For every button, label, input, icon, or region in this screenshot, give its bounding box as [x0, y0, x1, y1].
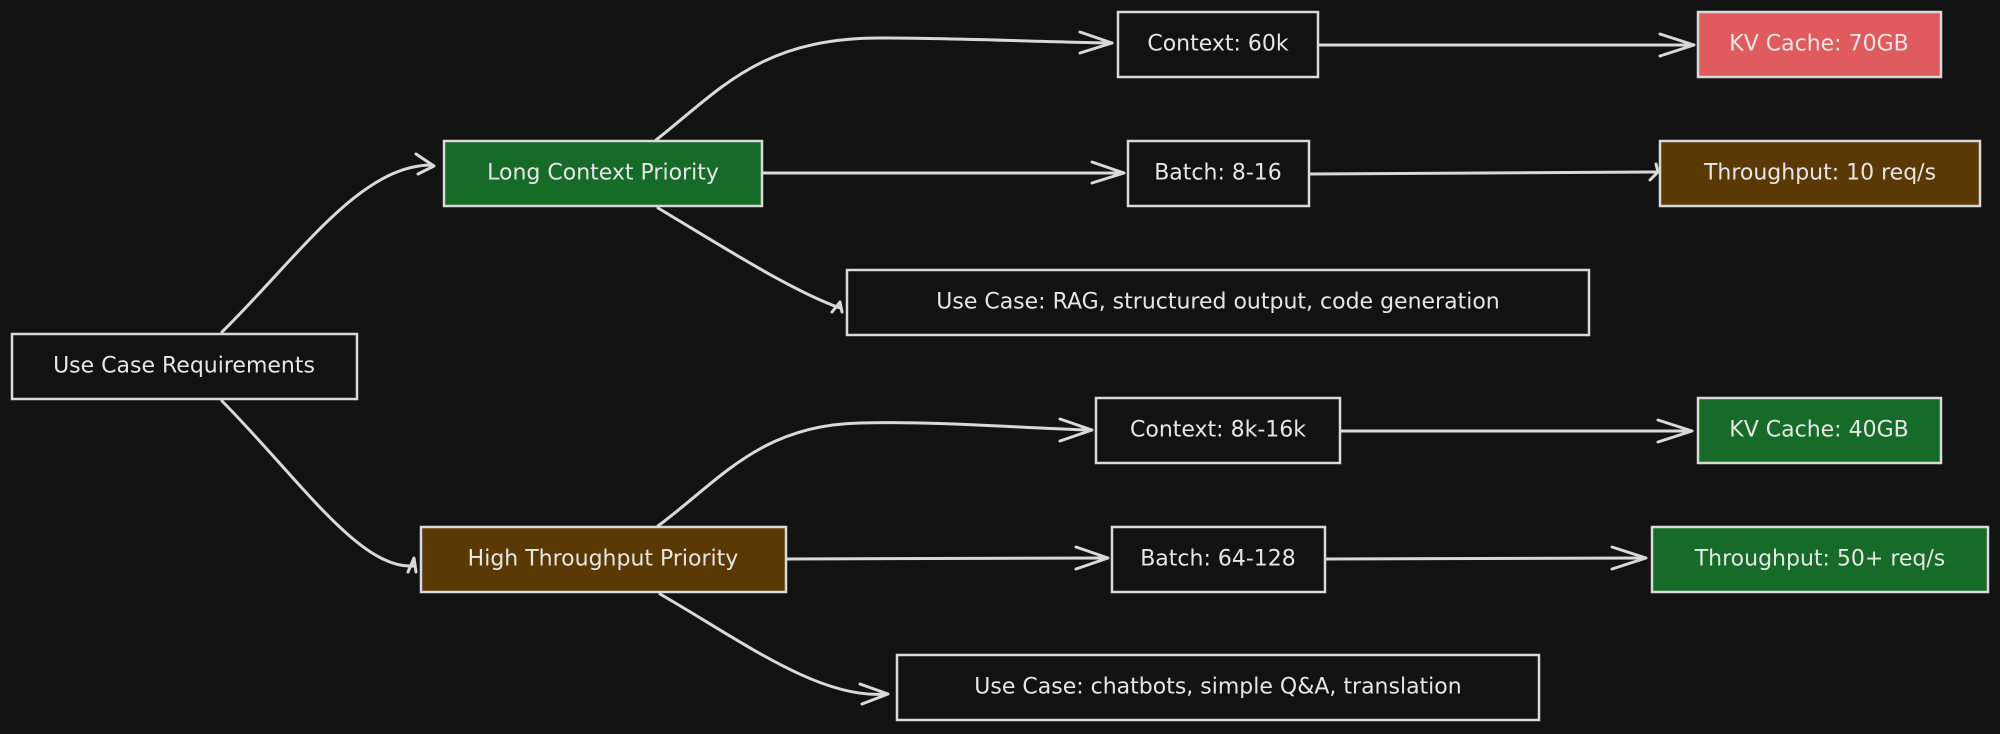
arrowhead-icon — [1090, 160, 1126, 185]
node-label: Throughput: 10 req/s — [1703, 161, 1936, 186]
edge-root-to-long-context — [220, 152, 436, 334]
arrowhead-icon — [1610, 545, 1648, 571]
edge-root-to-high-throughput — [220, 399, 418, 574]
node-label: Context: 8k-16k — [1130, 418, 1306, 443]
edge-long-context-to-usecase-rag — [656, 206, 844, 314]
node-throughput-10[interactable]: Throughput: 10 req/s — [1658, 139, 1982, 208]
node-label: Batch: 8-16 — [1154, 161, 1282, 186]
node-context-8k-16k[interactable]: Context: 8k-16k — [1094, 396, 1342, 465]
edges — [220, 30, 1696, 706]
arrowhead-icon — [1658, 32, 1696, 58]
arrowhead-icon — [406, 556, 418, 574]
node-label: Long Context Priority — [487, 161, 719, 186]
edge-batch-64-128-to-throughput-50 — [1324, 545, 1648, 571]
node-use-case-requirements[interactable]: Use Case Requirements — [10, 332, 359, 401]
node-label: Throughput: 50+ req/s — [1694, 547, 1946, 572]
node-long-context-priority[interactable]: Long Context Priority — [442, 139, 764, 208]
node-high-throughput-priority[interactable]: High Throughput Priority — [419, 525, 788, 594]
node-batch-8-16[interactable]: Batch: 8-16 — [1126, 139, 1311, 208]
edge-context-60k-to-kv-cache-70gb — [1318, 32, 1696, 58]
node-label: KV Cache: 70GB — [1729, 32, 1908, 57]
nodes: Use Case Requirements Long Context Prior… — [10, 10, 1990, 722]
edge-high-throughput-to-usecase-chatbots — [658, 592, 890, 706]
node-context-60k[interactable]: Context: 60k — [1116, 10, 1320, 79]
edge-context-8k-16k-to-kv-cache-40gb — [1338, 418, 1694, 444]
node-label: Use Case: RAG, structured output, code g… — [936, 290, 1499, 315]
edge-high-throughput-to-context-8k-16k — [656, 417, 1094, 528]
node-label: Use Case Requirements — [53, 354, 315, 379]
edge-long-context-to-context-60k — [654, 30, 1114, 142]
edge-high-throughput-to-batch-64-128 — [784, 545, 1110, 571]
node-label: KV Cache: 40GB — [1729, 418, 1908, 443]
arrowhead-icon — [858, 682, 890, 706]
node-label: High Throughput Priority — [468, 547, 739, 572]
arrowhead-icon — [1058, 417, 1094, 443]
node-kv-cache-70gb[interactable]: KV Cache: 70GB — [1696, 10, 1943, 79]
edge-batch-8-16-to-throughput-10 — [1308, 162, 1660, 182]
arrowhead-icon — [830, 300, 844, 314]
node-label: Use Case: chatbots, simple Q&A, translat… — [974, 675, 1461, 700]
edge-long-context-to-batch-8-16 — [760, 160, 1126, 185]
arrowhead-icon — [1074, 545, 1110, 571]
arrowhead-icon — [1078, 30, 1114, 55]
node-usecase-chatbots[interactable]: Use Case: chatbots, simple Q&A, translat… — [895, 653, 1541, 722]
arrowhead-icon — [1656, 418, 1694, 444]
node-batch-64-128[interactable]: Batch: 64-128 — [1110, 525, 1327, 594]
node-usecase-rag[interactable]: Use Case: RAG, structured output, code g… — [845, 268, 1591, 337]
arrowhead-icon — [414, 152, 436, 176]
node-label: Batch: 64-128 — [1140, 547, 1296, 572]
arrowhead-icon — [1648, 162, 1660, 182]
node-kv-cache-40gb[interactable]: KV Cache: 40GB — [1696, 396, 1943, 465]
node-throughput-50[interactable]: Throughput: 50+ req/s — [1650, 525, 1990, 594]
node-label: Context: 60k — [1147, 32, 1289, 57]
